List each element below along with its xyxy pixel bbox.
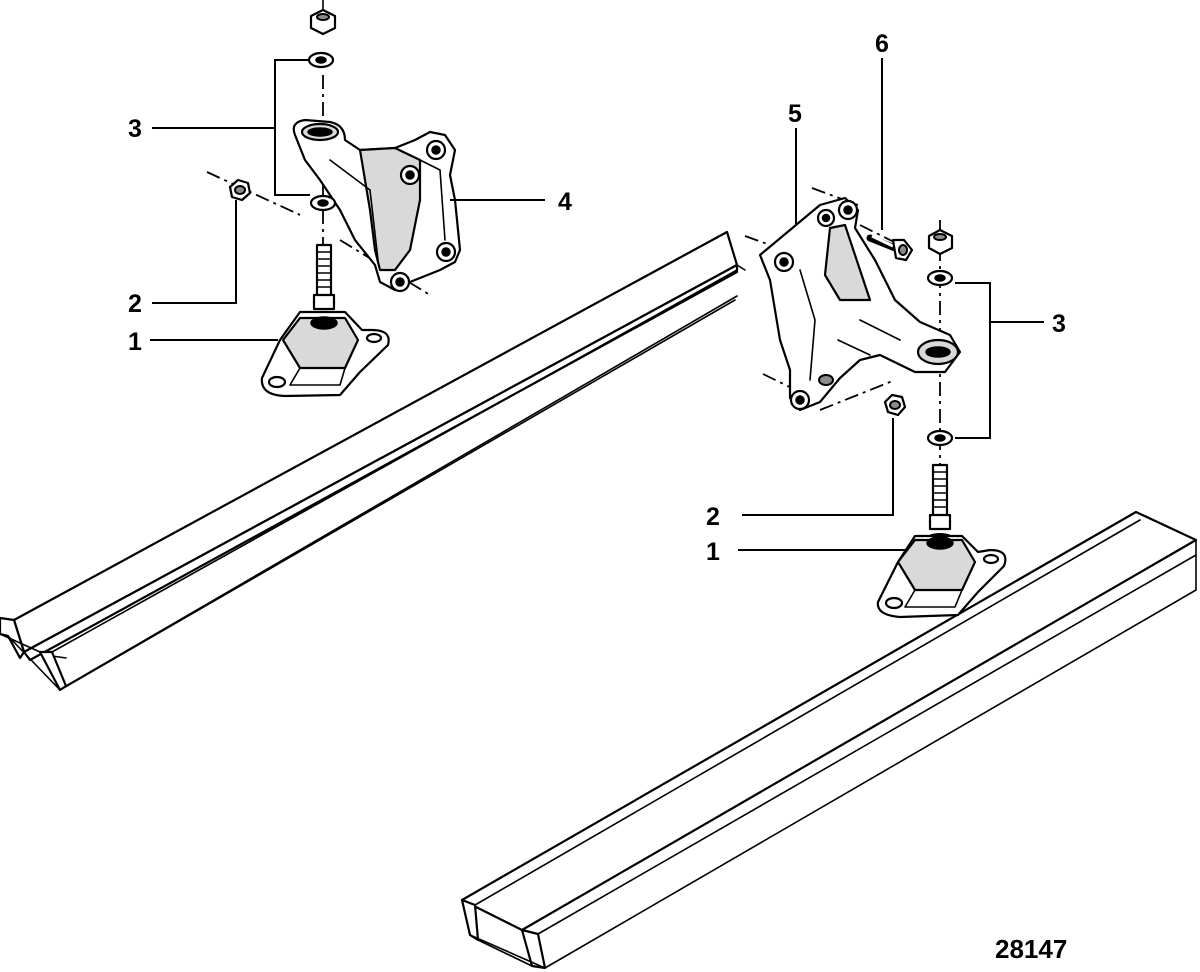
- right-bracket: [758, 196, 962, 412]
- right-callout-nut: 2: [706, 503, 720, 531]
- right-rail: [460, 510, 1198, 970]
- right-callout-bracket: 5: [788, 100, 802, 128]
- right-engine-mount: [876, 534, 1007, 619]
- right-bolt: [866, 234, 914, 262]
- left-bracket: [292, 118, 462, 293]
- right-callout-bolt: 6: [875, 30, 889, 58]
- left-top-nut: [309, 0, 337, 36]
- right-assembly: [738, 58, 1044, 619]
- left-rail: [0, 230, 746, 692]
- left-side-nut: [228, 178, 252, 202]
- left-callout-nut: 2: [128, 290, 142, 318]
- right-callout-mount: 1: [706, 538, 720, 566]
- right-callout-washers: 3: [1052, 310, 1066, 338]
- figure-number: 28147: [995, 934, 1067, 964]
- right-stud: [925, 463, 955, 547]
- left-callout-bracket: 4: [558, 188, 572, 216]
- left-callout-washers: 3: [128, 115, 142, 143]
- left-engine-mount: [260, 310, 390, 398]
- right-top-nut: [927, 228, 954, 256]
- left-assembly: [150, 0, 545, 398]
- right-side-nut: [883, 393, 907, 417]
- left-callout-mount: 1: [128, 328, 142, 356]
